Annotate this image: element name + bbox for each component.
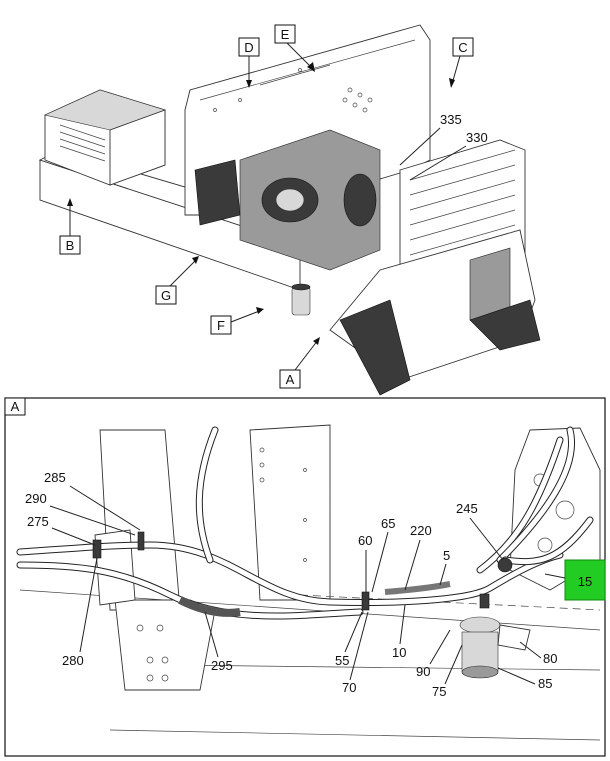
detail-callouts: 285 290 275 280 295 60 65 220 5 245 55 7… — [25, 470, 557, 699]
svg-text:E: E — [281, 27, 290, 42]
callout-55: 55 — [335, 653, 349, 668]
callout-285: 285 — [44, 470, 66, 485]
detail-view-label: A — [11, 399, 20, 414]
highlighted-callout-15[interactable]: 15 — [544, 559, 606, 601]
callout-65: 65 — [381, 516, 395, 531]
callout-60: 60 — [358, 533, 372, 548]
callout-5: 5 — [443, 548, 450, 563]
callout-330: 330 — [466, 130, 488, 145]
callout-10: 10 — [392, 645, 406, 660]
svg-text:C: C — [458, 40, 467, 55]
callout-295: 295 — [211, 658, 233, 673]
callout-275: 275 — [27, 514, 49, 529]
svg-text:A: A — [286, 372, 295, 387]
svg-text:F: F — [217, 318, 225, 333]
callout-80: 80 — [543, 651, 557, 666]
callout-280: 280 — [62, 653, 84, 668]
view-label-G: G — [155, 256, 199, 305]
svg-text:G: G — [161, 288, 171, 303]
callout-90: 90 — [416, 664, 430, 679]
callout-85: 85 — [538, 676, 552, 691]
view-label-B: B — [59, 198, 81, 255]
svg-text:D: D — [244, 40, 253, 55]
detail-view-A: A — [4, 397, 606, 757]
view-label-F: F — [210, 307, 264, 335]
callout-335: 335 — [440, 112, 462, 127]
engine-assembly-overview — [38, 24, 541, 396]
view-label-C: C — [449, 37, 474, 88]
view-label-A-top: A — [279, 337, 320, 389]
callout-290: 290 — [25, 491, 47, 506]
callout-220: 220 — [410, 523, 432, 538]
callout-75: 75 — [432, 684, 446, 699]
view-label-D: D — [238, 37, 260, 88]
callout-245: 245 — [456, 501, 478, 516]
view-label-E: E — [274, 24, 315, 72]
callout-70: 70 — [342, 680, 356, 695]
svg-text:B: B — [66, 238, 75, 253]
svg-text:15: 15 — [578, 574, 592, 589]
